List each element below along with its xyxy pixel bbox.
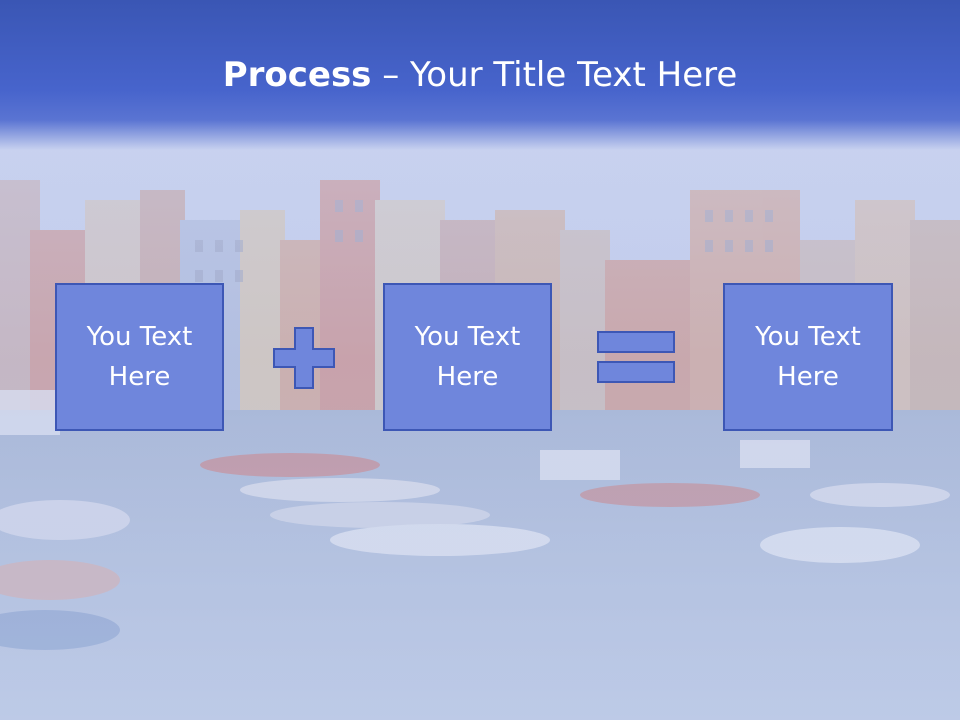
slide-title: Process – Your Title Text Here bbox=[0, 52, 960, 98]
title-bar bbox=[0, 0, 960, 150]
title-bold-text: Process bbox=[222, 55, 372, 95]
process-box-1[interactable]: You Text Here bbox=[55, 283, 224, 431]
title-rest-text: – Your Title Text Here bbox=[371, 55, 738, 95]
process-box-2[interactable]: You Text Here bbox=[383, 283, 552, 431]
process-box-1-label: You Text Here bbox=[86, 322, 193, 392]
plus-icon bbox=[273, 327, 335, 389]
process-box-3[interactable]: You Text Here bbox=[723, 283, 893, 431]
process-box-3-label: You Text Here bbox=[755, 322, 861, 392]
process-box-2-label: You Text Here bbox=[414, 322, 521, 392]
equals-icon bbox=[597, 331, 675, 383]
